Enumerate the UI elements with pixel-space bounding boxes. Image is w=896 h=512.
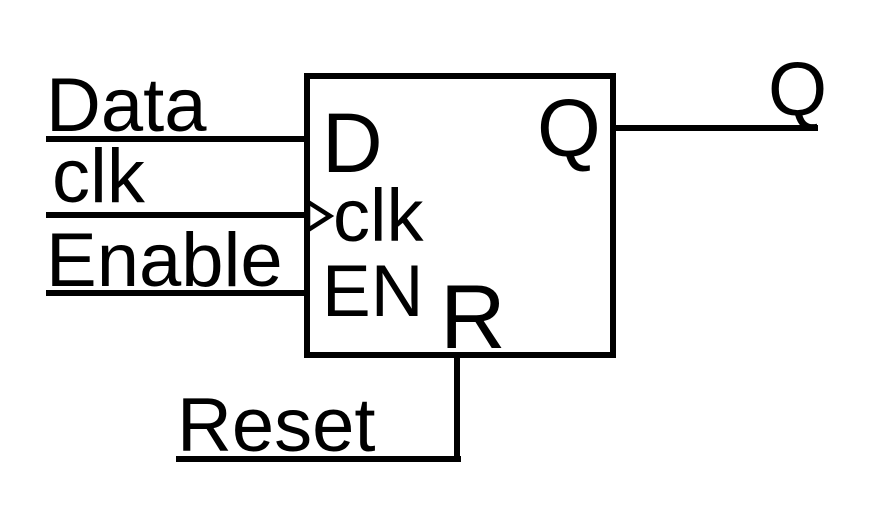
reset-signal-label: Reset — [177, 383, 376, 468]
enable-signal-label: Enable — [46, 218, 283, 303]
data-wire — [46, 136, 308, 142]
data-signal-label: Data — [46, 63, 207, 148]
reset-wire-vertical — [454, 352, 460, 462]
clock-edge-icon — [306, 198, 335, 234]
port-r-label: R — [440, 267, 506, 368]
port-clk-label: clk — [333, 174, 424, 257]
port-d-label: D — [322, 96, 383, 190]
q-signal-label: Q — [768, 47, 828, 132]
enable-wire — [46, 290, 308, 296]
clk-wire — [46, 212, 308, 218]
q-output-wire — [610, 125, 818, 131]
port-en-label: EN — [322, 251, 424, 332]
clk-signal-label: clk — [52, 134, 145, 219]
port-q-label: Q — [537, 83, 601, 174]
flip-flop-box — [304, 73, 616, 358]
reset-wire-horizontal — [176, 456, 461, 462]
